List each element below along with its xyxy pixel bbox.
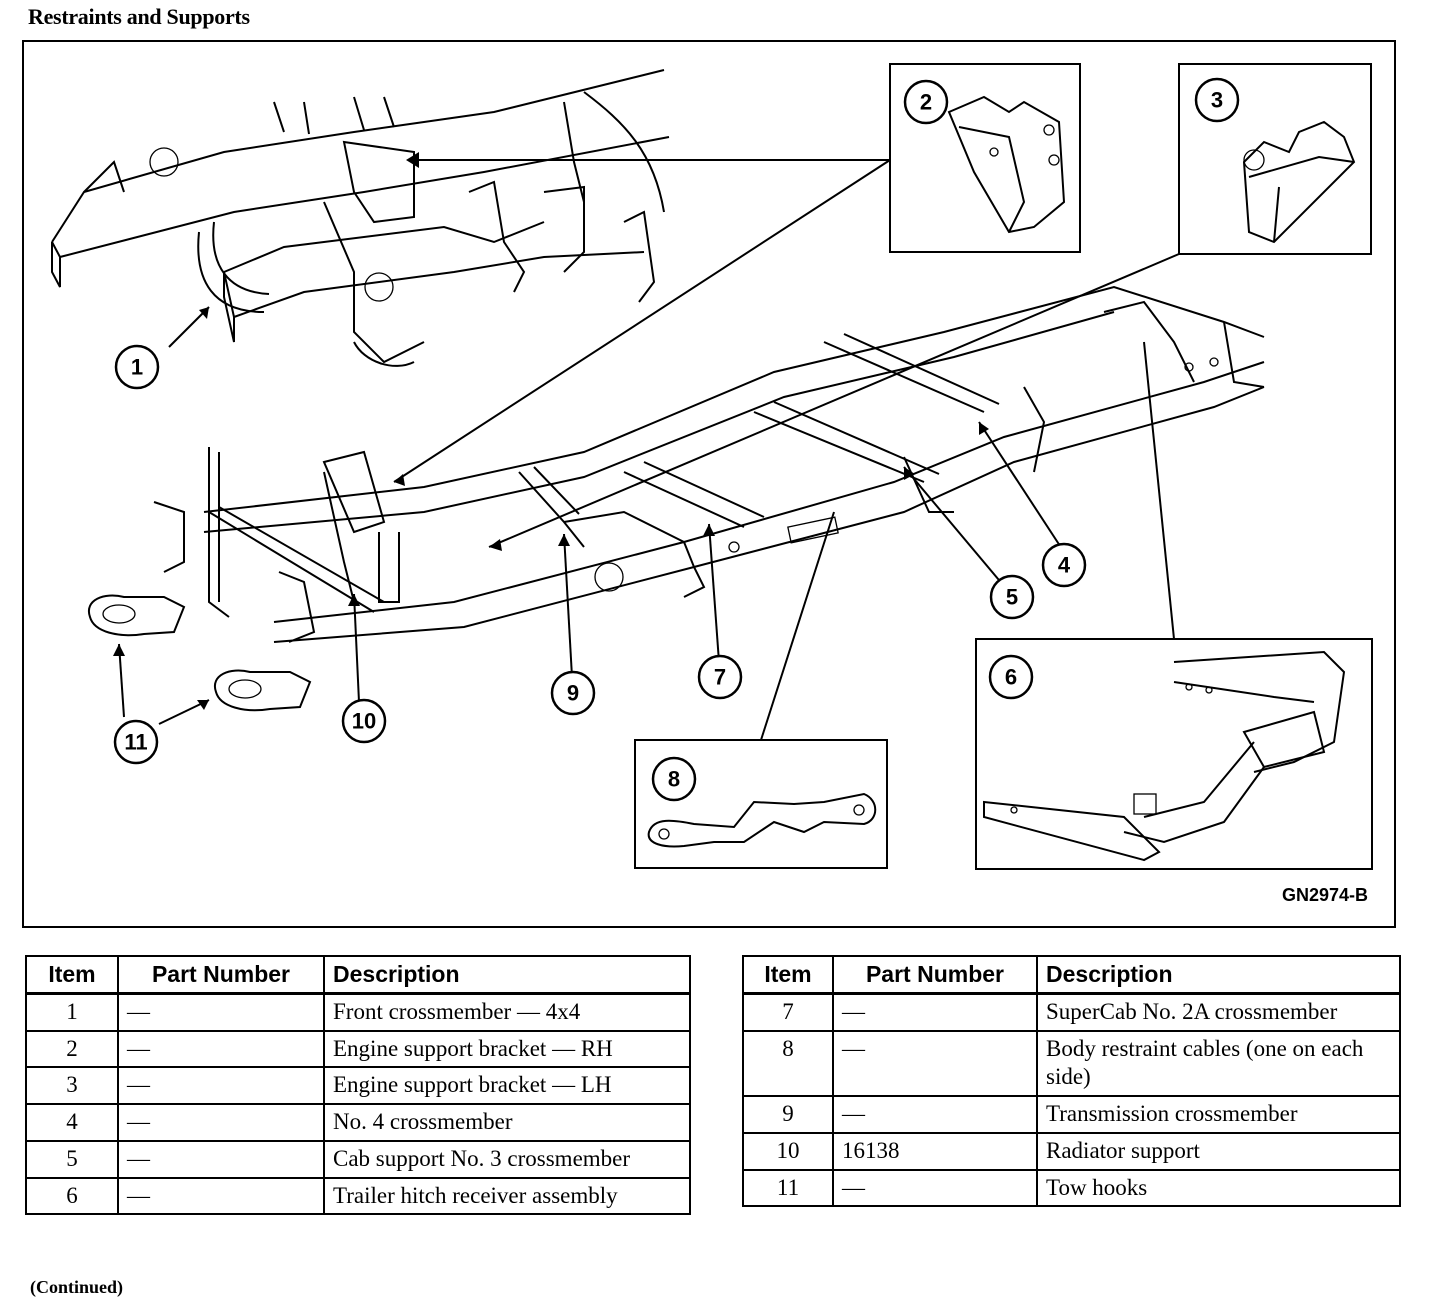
callout-4: 4	[1041, 542, 1087, 588]
cell-part-number: —	[832, 1168, 1038, 1208]
cell-part-number: —	[117, 1066, 325, 1105]
cell-item: 10	[742, 1131, 834, 1171]
cell-part-number: —	[832, 1029, 1038, 1097]
table-row: 1—Front crossmember — 4x4	[25, 992, 691, 1032]
page-title: Restraints and Supports	[28, 4, 250, 29]
header-item: Item	[25, 954, 119, 995]
table-row: 5—Cab support No. 3 crossmember	[25, 1139, 691, 1179]
cell-part-number: —	[832, 992, 1038, 1032]
cell-item: 1	[25, 992, 119, 1032]
svg-text:5: 5	[1006, 585, 1018, 610]
cell-item: 5	[25, 1139, 119, 1179]
table-row: 9—Transmission crossmember	[742, 1095, 1401, 1134]
cell-item: 7	[742, 992, 834, 1032]
continued-note: (Continued)	[30, 1277, 124, 1297]
front-crossmember-drawing	[51, 69, 670, 367]
table-row: 6—Trailer hitch receiver assembly	[25, 1176, 691, 1216]
table-row: 2—Engine support bracket — RH	[25, 1029, 691, 1069]
callout-7: 7	[697, 654, 743, 700]
callout-6: 6	[988, 654, 1034, 700]
cell-item: 6	[25, 1176, 119, 1216]
cell-description: SuperCab No. 2A crossmember	[1036, 992, 1401, 1032]
callout-1: 1	[114, 344, 160, 390]
frame-illustration: 1 2 3 4 5 6 7 8 9 10 11	[51, 63, 1373, 870]
callout-11: 11	[113, 719, 159, 765]
cell-item: 2	[25, 1029, 119, 1069]
cell-description: Body restraint cables (one on each side)	[1036, 1029, 1401, 1097]
svg-text:8: 8	[668, 767, 680, 792]
cell-part-number: —	[117, 1029, 325, 1069]
callout-2: 2	[903, 79, 949, 125]
cell-description: Tow hooks	[1036, 1168, 1401, 1208]
cell-description: Radiator support	[1036, 1131, 1401, 1171]
detail-box-trailer-hitch	[975, 638, 1373, 870]
cell-part-number: —	[117, 1103, 325, 1142]
cell-description: Front crossmember — 4x4	[323, 992, 691, 1032]
svg-text:11: 11	[124, 730, 147, 755]
table-row: 8—Body restraint cables (one on each sid…	[742, 1029, 1401, 1097]
svg-text:9: 9	[567, 681, 579, 706]
table-header-row: Item Part Number Description	[742, 954, 1401, 995]
callout-8: 8	[651, 756, 697, 802]
header-part-number: Part Number	[832, 954, 1038, 995]
cell-part-number: —	[117, 1139, 325, 1179]
callout-9: 9	[550, 670, 596, 716]
header-description: Description	[323, 954, 691, 995]
cell-item: 9	[742, 1095, 834, 1134]
cell-item: 4	[25, 1103, 119, 1142]
svg-text:4: 4	[1058, 553, 1071, 578]
svg-text:2: 2	[920, 90, 932, 115]
svg-text:3: 3	[1211, 88, 1223, 113]
frame-diagram: 1 2 3 4 5 6 7 8 9 10 11 GN2974-B	[22, 40, 1396, 928]
cell-part-number: —	[832, 1095, 1038, 1134]
cell-item: 11	[742, 1168, 834, 1208]
table-row: 11—Tow hooks	[742, 1168, 1401, 1208]
cell-description: Cab support No. 3 crossmember	[323, 1139, 691, 1179]
cell-description: No. 4 crossmember	[323, 1103, 691, 1142]
detail-box-rh-bracket	[889, 63, 1081, 253]
parts-table-right: Item Part Number Description 7—SuperCab …	[742, 954, 1401, 1208]
tow-hooks-drawing	[87, 594, 312, 712]
table-row: 7—SuperCab No. 2A crossmember	[742, 992, 1401, 1032]
main-frame-drawing	[153, 285, 1265, 643]
parts-table-left: Item Part Number Description 1—Front cro…	[25, 954, 691, 1216]
cell-item: 8	[742, 1029, 834, 1097]
cell-description: Trailer hitch receiver assembly	[323, 1176, 691, 1216]
figure-code: GN2974-B	[1281, 885, 1368, 905]
leader-lines	[113, 152, 1180, 741]
callout-10: 10	[341, 698, 387, 744]
cell-item: 3	[25, 1066, 119, 1105]
header-description: Description	[1036, 954, 1401, 995]
cell-part-number: —	[117, 1176, 325, 1216]
callout-3: 3	[1194, 77, 1240, 123]
svg-text:10: 10	[352, 709, 376, 734]
header-part-number: Part Number	[117, 954, 325, 995]
cell-description: Engine support bracket — LH	[323, 1066, 691, 1105]
svg-text:7: 7	[714, 665, 726, 690]
header-item: Item	[742, 954, 834, 995]
cell-description: Engine support bracket — RH	[323, 1029, 691, 1069]
callout-5: 5	[989, 574, 1035, 620]
cell-part-number: 16138	[832, 1131, 1038, 1171]
table-header-row: Item Part Number Description	[25, 954, 691, 995]
table-row: 4—No. 4 crossmember	[25, 1103, 691, 1142]
svg-text:1: 1	[131, 355, 143, 380]
table-row: 3—Engine support bracket — LH	[25, 1066, 691, 1105]
cell-description: Transmission crossmember	[1036, 1095, 1401, 1134]
cell-part-number: —	[117, 992, 325, 1032]
svg-text:6: 6	[1005, 665, 1017, 690]
